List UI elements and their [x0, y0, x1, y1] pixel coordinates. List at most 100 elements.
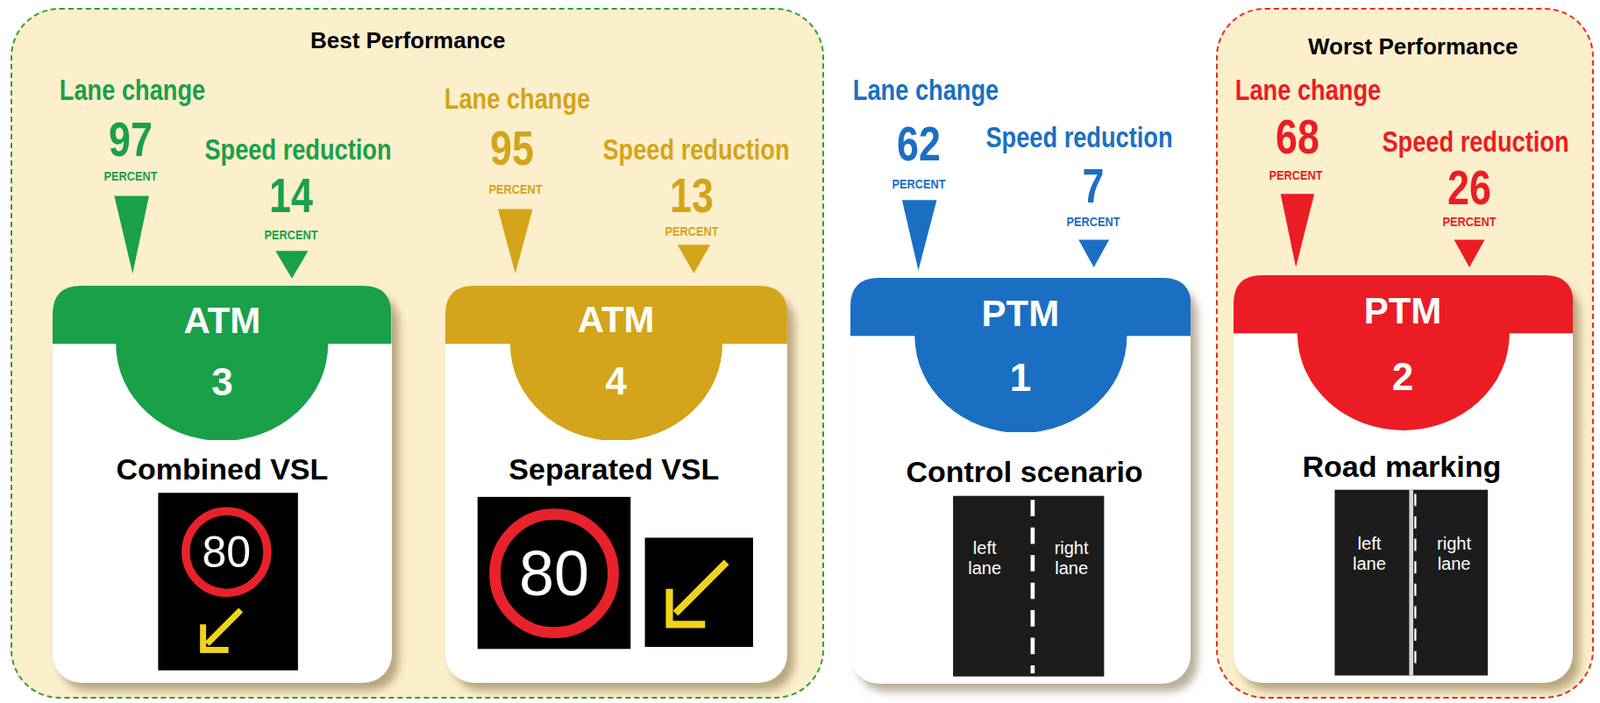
text-holder: Separated VSL: [508, 454, 719, 484]
speed-limit-value: 80: [202, 530, 252, 575]
text-holder: 1: [1009, 358, 1032, 398]
separated-vsl-sign: [477, 497, 754, 649]
label-holder: PERCENT: [1061, 213, 1125, 230]
pointer: [275, 250, 308, 278]
scheme-type: PTM: [1364, 292, 1443, 330]
speed-ring: [494, 514, 613, 633]
label-holder: Lane change: [834, 74, 1017, 105]
label-holder: Speed reduction: [579, 134, 813, 164]
marked-road: [1334, 490, 1488, 676]
pointer: [113, 195, 150, 273]
pointer: [1280, 193, 1315, 268]
tab-fill: [445, 285, 788, 441]
text-holder: Worst Performance: [1308, 35, 1518, 58]
text-holder: Control scenario: [905, 456, 1143, 487]
percent-unit: PERCENT: [1269, 168, 1323, 182]
sign-panel: [645, 537, 754, 648]
callout-pointers: [113, 193, 1485, 279]
label-holder: left lane: [959, 538, 1010, 579]
percent-value: 62: [896, 119, 941, 169]
label-holder: PERCENT: [887, 176, 951, 192]
label-holder: 80: [519, 541, 590, 605]
pointer: [902, 199, 938, 271]
group-heading: Best Performance: [310, 28, 506, 52]
road-surface: [1334, 490, 1488, 676]
label-holder: PERCENT: [1437, 213, 1501, 230]
scenario-tab: PTM 1: [850, 277, 1192, 434]
performance-group: Best PerformanceCombined VSLATM3Separate…: [10, 7, 825, 699]
combined-vsl-sign: [157, 492, 298, 671]
tab-fill: [850, 277, 1192, 434]
scheme-number: 1: [1009, 358, 1032, 398]
sign-panel: [477, 497, 632, 649]
scenario-name: Road marking: [1301, 451, 1501, 482]
percent-unit: PERCENT: [1443, 214, 1497, 228]
scenario-tab: ATM 4: [445, 285, 788, 441]
text-holder: ATM: [183, 302, 261, 340]
sign-panel: [157, 492, 298, 671]
percent-unit: PERCENT: [891, 177, 946, 191]
group-heading: Worst Performance: [1308, 35, 1518, 58]
label-holder: Lane change: [1216, 74, 1400, 105]
lane-arrow: [669, 589, 706, 626]
label-holder: Speed reduction: [962, 121, 1196, 152]
tab-fill: [52, 285, 392, 441]
label-holder: 14: [263, 170, 319, 221]
callout-heading: Lane change: [59, 74, 206, 105]
tab-fill: [1233, 275, 1574, 431]
callout-heading: Lane change: [853, 74, 999, 105]
performance-group: Worst PerformanceRoad marking PTM 2: [1216, 7, 1594, 699]
scenario-card: Control scenario PTM 1: [850, 277, 1192, 684]
pointer: [497, 209, 534, 274]
label-holder: Lane change: [41, 74, 224, 105]
scenario-card: Road marking PTM 2: [1233, 275, 1574, 684]
lane-arrow: [206, 610, 241, 644]
label-holder: Lane change: [426, 83, 609, 114]
scheme-number: 3: [211, 362, 233, 402]
text-holder: 2: [1392, 357, 1414, 397]
callout-heading: Lane change: [1235, 74, 1381, 105]
scenario-tab: ATM 3: [52, 285, 392, 441]
pointer: [1078, 240, 1110, 268]
callout-heading: Speed reduction: [204, 134, 392, 164]
pointer: [677, 244, 711, 274]
text-holder: 4: [604, 362, 626, 401]
label-holder: 95: [484, 123, 540, 173]
text-holder: Road marking: [1301, 451, 1501, 482]
callout-heading: Lane change: [444, 83, 591, 114]
text-holder: ATM: [577, 301, 655, 339]
label-holder: Speed reduction: [181, 134, 415, 164]
scenario-name: Combined VSL: [115, 454, 328, 484]
label-holder: right lane: [1045, 538, 1097, 579]
label-holder: right lane: [1429, 533, 1480, 575]
scenario-tab: PTM 2: [1233, 275, 1574, 431]
percent-unit: PERCENT: [104, 169, 158, 183]
scenario-name: Separated VSL: [508, 454, 719, 484]
text-holder: PTM: [981, 295, 1060, 333]
label-holder: PERCENT: [99, 168, 163, 185]
scheme-type: ATM: [183, 302, 261, 340]
lane-arrow: [203, 624, 229, 650]
percent-value: 7: [1081, 161, 1104, 211]
percent-unit: PERCENT: [1066, 214, 1120, 228]
label-holder: 97: [103, 114, 158, 164]
control-road: [952, 496, 1104, 677]
scheme-number: 4: [604, 362, 626, 401]
callout-heading: Speed reduction: [1381, 126, 1569, 157]
pointer: [1454, 240, 1486, 268]
scheme-number: 2: [1392, 357, 1414, 397]
scheme-type: PTM: [981, 295, 1060, 333]
label-holder: 26: [1442, 163, 1497, 213]
scenario-name: Control scenario: [905, 456, 1143, 487]
label-holder: left lane: [1344, 533, 1395, 575]
callout-heading: Speed reduction: [602, 134, 790, 164]
dashed-marking: [1031, 499, 1036, 674]
percent-value: 68: [1276, 112, 1321, 162]
label-holder: 80: [202, 530, 252, 575]
label-holder: PERCENT: [1264, 167, 1328, 184]
scenario-card: Separated VSL ATM 4: [445, 285, 788, 684]
lane-name: left lane: [959, 538, 1010, 579]
percent-value: 26: [1447, 163, 1492, 213]
label-holder: PERCENT: [660, 223, 724, 240]
